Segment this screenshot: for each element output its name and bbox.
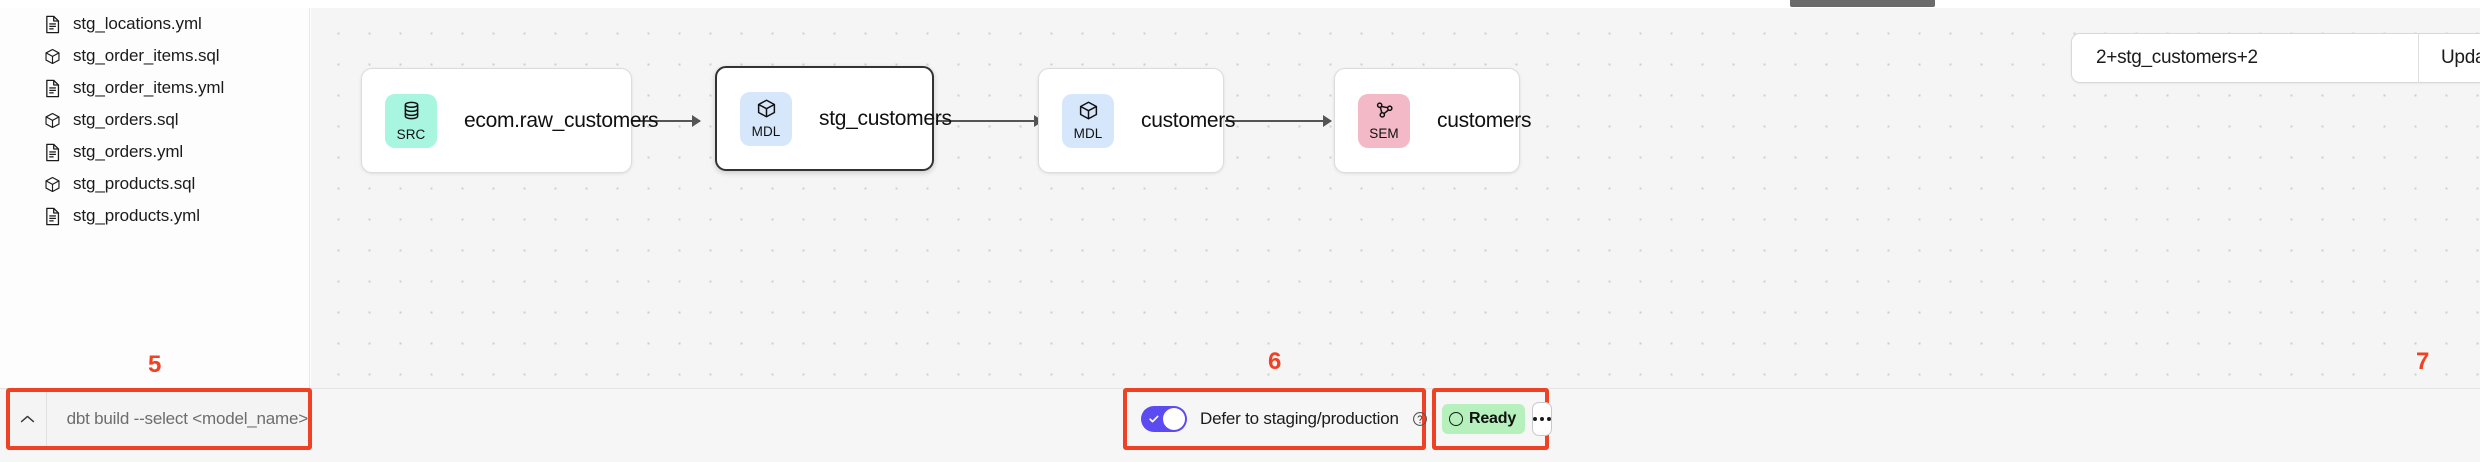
cube-icon <box>756 98 777 124</box>
defer-toggle[interactable] <box>1141 406 1187 432</box>
defer-label: Defer to staging/production <box>1200 409 1399 428</box>
graph-nodes-icon <box>1374 100 1395 126</box>
environment-status-group: Ready <box>1432 388 1553 450</box>
file-tree-item-label: stg_order_items.sql <box>73 46 220 65</box>
edge-src-to-stg <box>594 114 701 127</box>
check-icon <box>1148 412 1160 424</box>
file-tree-item-label: stg_orders.yml <box>73 142 184 161</box>
ellipsis-dot <box>1547 417 1552 421</box>
graph-node-ecom-raw-customers[interactable]: SRC ecom.raw_customers <box>361 68 658 173</box>
file-tree-item-label: stg_products.sql <box>73 174 196 193</box>
node-label: stg_customers <box>819 106 952 130</box>
cube-sql-icon <box>44 47 61 66</box>
file-tree-item[interactable]: stg_locations.yml <box>0 8 309 40</box>
update-graph-button[interactable]: Update Graph <box>2418 34 2480 82</box>
edge-stg-to-mdl <box>936 114 1043 127</box>
annotation-6: 6 <box>1268 348 1282 375</box>
cube-sql-icon <box>44 175 61 194</box>
lineage-graph-canvas[interactable]: SRC ecom.raw_customers MDL stg_customers <box>311 8 2480 388</box>
file-yml-icon <box>44 79 61 98</box>
database-icon <box>401 99 422 127</box>
collapse-panel-button[interactable] <box>10 392 47 446</box>
file-yml-icon <box>44 143 61 162</box>
cube-icon <box>1078 100 1099 126</box>
file-tree-item-label: stg_order_items.yml <box>73 78 225 97</box>
command-bar: dbt build --select <model_name> <box>6 388 312 450</box>
file-tree-item[interactable]: stg_products.yml <box>0 200 309 232</box>
node-label: customers <box>1437 108 1532 132</box>
defer-setting-group: Defer to staging/production <box>1123 388 1428 450</box>
cube-sql-icon <box>44 111 61 130</box>
chevron-up-icon <box>19 413 36 425</box>
circle-icon <box>1449 412 1463 426</box>
toggle-knob <box>1163 408 1185 430</box>
file-tree-item-label: stg_products.yml <box>73 206 200 225</box>
node-badge-text: MDL <box>1073 126 1103 142</box>
top-scroll-strip <box>0 0 2480 8</box>
ellipsis-dot <box>1533 417 1538 421</box>
annotation-5: 5 <box>148 351 162 378</box>
more-options-button[interactable] <box>1532 402 1553 436</box>
file-tree-item[interactable]: stg_orders.sql <box>0 104 309 136</box>
edge-mdl-to-sem <box>1225 114 1332 127</box>
status-badge[interactable]: Ready <box>1442 404 1526 434</box>
status-badge-label: Ready <box>1469 410 1517 427</box>
dbt-command-input[interactable]: dbt build --select <model_name> <box>46 392 308 446</box>
file-yml-icon <box>44 15 61 34</box>
node-label: ecom.raw_customers <box>464 108 659 132</box>
graph-toolbar: 2+stg_customers+2 Update Graph <box>2071 33 2480 83</box>
node-badge-text: MDL <box>751 124 781 140</box>
annotation-7: 7 <box>2416 348 2430 375</box>
ellipsis-dot <box>1540 417 1545 421</box>
question-circle-icon[interactable] <box>1412 411 1428 427</box>
node-badge-mdl: MDL <box>1062 93 1114 148</box>
file-tree-item[interactable]: stg_products.sql <box>0 168 309 200</box>
graph-node-stg-customers[interactable]: MDL stg_customers <box>715 66 952 171</box>
file-tree-item[interactable]: stg_order_items.sql <box>0 40 309 72</box>
tab-scroll-indicator[interactable] <box>1790 0 1935 7</box>
node-badge-text: SRC <box>396 127 426 143</box>
file-tree-item-label: stg_locations.yml <box>73 14 202 33</box>
node-label: customers <box>1141 108 1236 132</box>
node-badge-mdl: MDL <box>740 91 792 146</box>
node-badge-src: SRC <box>385 93 437 148</box>
graph-node-customers-semantic[interactable]: SEM customers <box>1334 68 1531 173</box>
file-tree-item-label: stg_orders.sql <box>73 110 179 129</box>
file-yml-icon <box>44 207 61 226</box>
lineage-selector-box: 2+stg_customers+2 Update Graph <box>2071 33 2480 83</box>
file-tree-item[interactable]: stg_order_items.yml <box>0 72 309 104</box>
lineage-selector-input[interactable]: 2+stg_customers+2 <box>2096 47 2258 68</box>
file-tree-item[interactable]: stg_orders.yml <box>0 136 309 168</box>
node-badge-sem: SEM <box>1358 93 1410 148</box>
file-tree-panel: stg_locations.yml stg_order_items.sql stg_… <box>0 8 310 388</box>
node-badge-text: SEM <box>1369 126 1399 142</box>
graph-node-customers-model[interactable]: MDL customers <box>1038 68 1235 173</box>
